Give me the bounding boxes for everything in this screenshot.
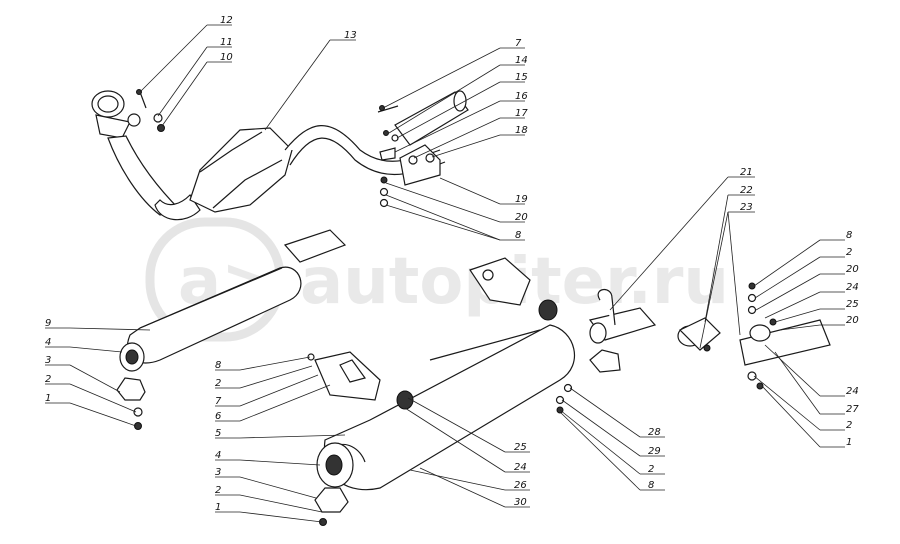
callout-20: 20 xyxy=(846,264,859,275)
callout-2: 2 xyxy=(846,420,852,431)
callout-9: 9 xyxy=(45,318,51,329)
callout-8: 8 xyxy=(648,480,654,491)
callout-4: 4 xyxy=(45,337,51,348)
callout-2: 2 xyxy=(45,374,51,385)
rear-tip-assembly xyxy=(677,282,831,390)
callout-8: 8 xyxy=(215,360,221,371)
callout-8: 8 xyxy=(515,230,521,241)
callout-12: 12 xyxy=(220,15,233,26)
callout-4: 4 xyxy=(215,450,221,461)
callout-3: 3 xyxy=(215,467,221,478)
callout-2: 2 xyxy=(648,464,654,475)
callout-7: 7 xyxy=(215,396,222,407)
callout-15: 15 xyxy=(515,72,528,83)
callout-8: 8 xyxy=(846,230,852,241)
muffler-hangers xyxy=(307,257,573,414)
callout-25: 25 xyxy=(514,442,527,453)
callout-1: 1 xyxy=(846,437,852,448)
bolt-12-nut-10 xyxy=(136,89,165,132)
callout-30: 30 xyxy=(514,497,527,508)
callout-14: 14 xyxy=(515,55,528,66)
callout-25: 25 xyxy=(846,299,859,310)
callout-16: 16 xyxy=(515,91,528,102)
callout-27: 27 xyxy=(846,404,859,415)
callout-2: 2 xyxy=(215,485,221,496)
callout-20: 20 xyxy=(515,212,528,223)
callout-11: 11 xyxy=(220,37,233,48)
callout-26: 26 xyxy=(514,480,527,491)
callout-29: 29 xyxy=(648,446,661,457)
callout-23: 23 xyxy=(740,202,753,213)
callout-3: 3 xyxy=(45,355,51,366)
callout-20: 20 xyxy=(846,315,859,326)
callout-22: 22 xyxy=(740,185,753,196)
callout-24: 24 xyxy=(846,282,859,293)
callout-10: 10 xyxy=(220,52,233,63)
callout-18: 18 xyxy=(515,125,528,136)
callout-1: 1 xyxy=(215,502,221,513)
front-pipe-flange xyxy=(91,90,201,221)
callout-24: 24 xyxy=(514,462,527,473)
callout-19: 19 xyxy=(515,194,528,205)
tailpipe-section xyxy=(588,289,657,373)
upper-pipe-bracket xyxy=(377,90,469,208)
callout-24: 24 xyxy=(846,386,859,397)
callout-2: 2 xyxy=(215,378,221,389)
front-muffler xyxy=(116,229,347,430)
leader-lines xyxy=(45,24,845,523)
callout-6: 6 xyxy=(215,411,221,422)
catalytic-converter xyxy=(189,125,446,213)
callout-5: 5 xyxy=(215,428,221,439)
callout-17: 17 xyxy=(515,108,528,119)
callout-2: 2 xyxy=(846,247,852,258)
callout-1: 1 xyxy=(45,393,51,404)
callout-7: 7 xyxy=(515,38,522,49)
callout-13: 13 xyxy=(344,30,357,41)
callout-28: 28 xyxy=(648,427,661,438)
callout-labels: 12 11 10 13 7 14 15 16 17 18 19 20 8 9 4… xyxy=(45,15,859,513)
main-muffler xyxy=(314,324,576,526)
callout-21: 21 xyxy=(740,167,753,178)
